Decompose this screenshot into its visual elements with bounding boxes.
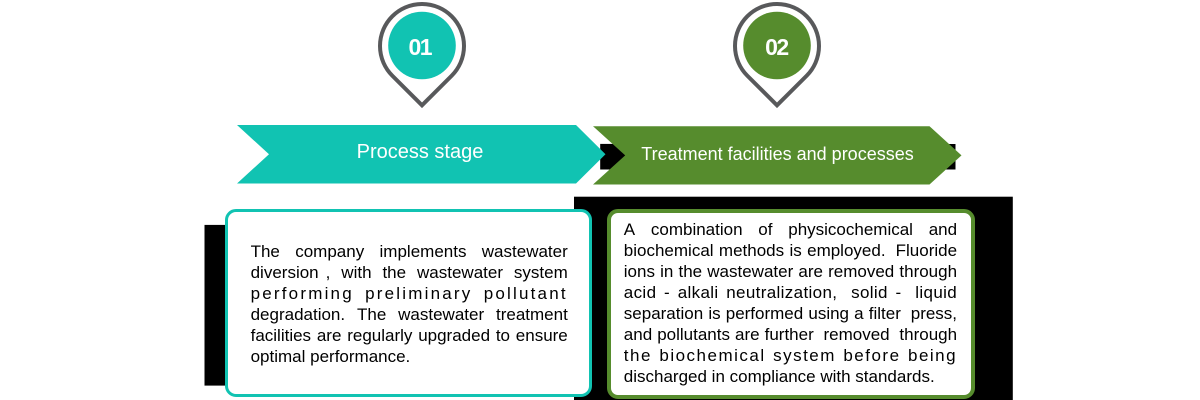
svg-text:01: 01 (409, 34, 433, 60)
svg-text:02: 02 (765, 34, 788, 60)
